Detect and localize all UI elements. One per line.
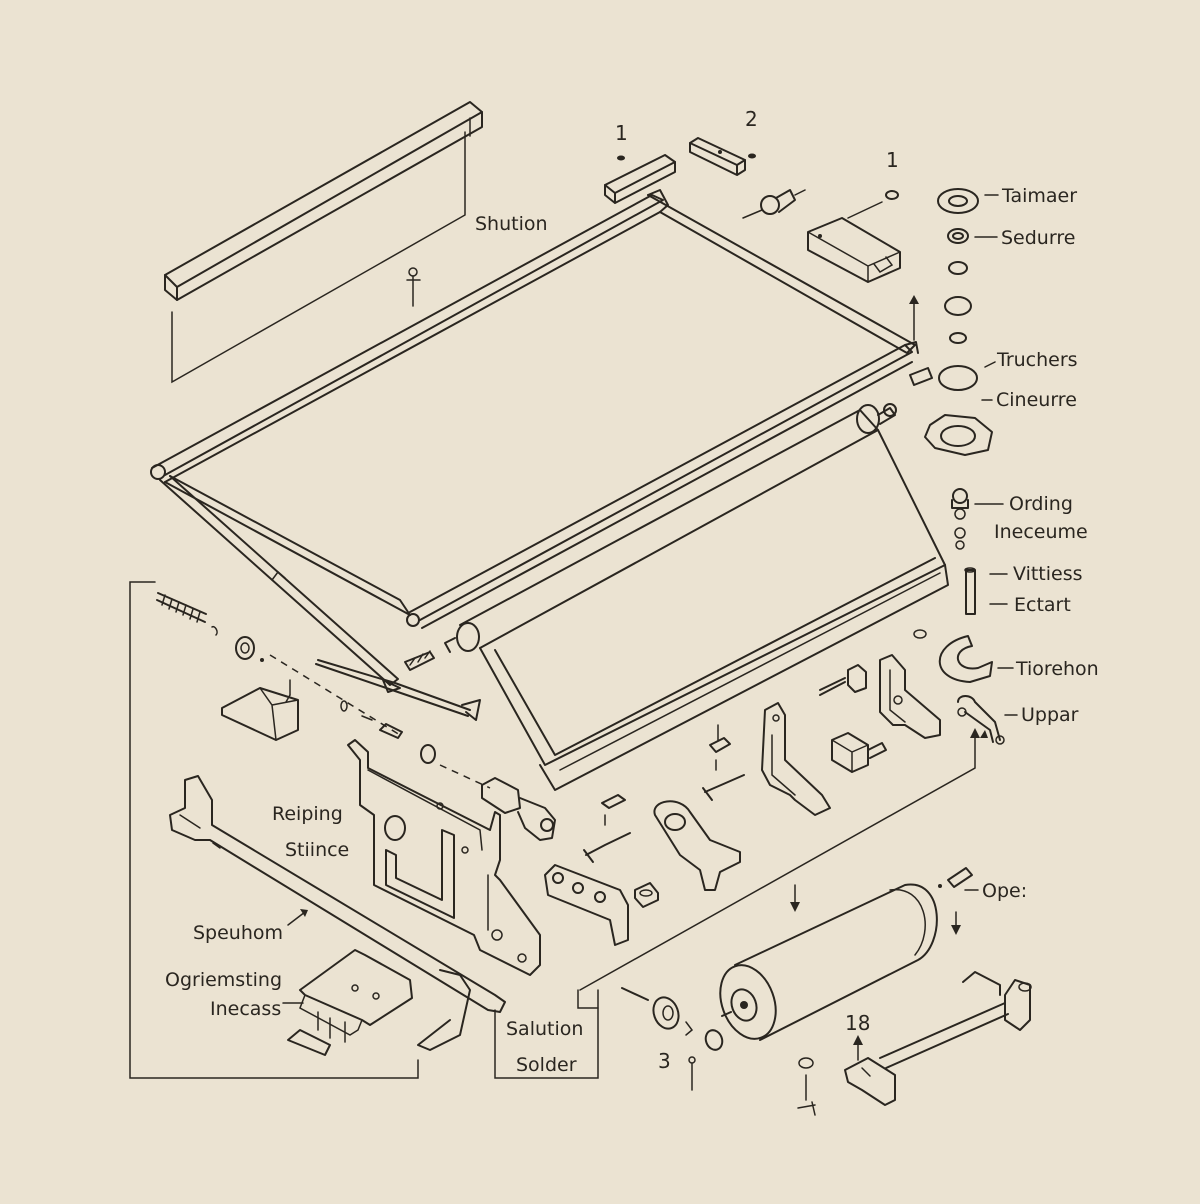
label-opes: Ope:: [982, 880, 1027, 902]
label-inecass: Inecass: [210, 998, 281, 1020]
label-stiince: Stiince: [285, 839, 349, 861]
mounting-plate: [347, 739, 541, 976]
label-ectart: Ectart: [1014, 594, 1071, 616]
label-uppar: Uppar: [1021, 704, 1079, 726]
small-block-c: [831, 732, 887, 773]
small-spring-pieces: [340, 650, 436, 764]
cylinder: [719, 883, 938, 1041]
number-2-top: 2: [745, 107, 758, 131]
label-sedurre: Sedurre: [1001, 227, 1075, 249]
vertical-pin: [964, 567, 976, 615]
lower-panel: [479, 429, 949, 791]
label-taimaer: Taimaer: [1001, 185, 1077, 207]
label-salution: Salution: [506, 1018, 583, 1040]
label-tiorehon: Tiorehon: [1015, 658, 1099, 680]
label-solder: Solder: [516, 1054, 577, 1076]
top-bar-piece-2: [689, 137, 756, 176]
small-washer-i: [634, 882, 659, 908]
left-bracket-line: [129, 581, 419, 1079]
bracket-a: [879, 654, 941, 739]
long-arm-left: [169, 775, 506, 1013]
ring-stack: [909, 188, 979, 391]
spring-left: [156, 592, 218, 636]
washer-left: [235, 636, 264, 662]
label-ording: Ording: [1009, 493, 1073, 515]
label-cineurre: Cineurre: [996, 389, 1077, 411]
small-clip-f: [583, 794, 631, 863]
label-truchers: Truchers: [996, 349, 1078, 371]
link-plate-h: [544, 864, 629, 946]
frame-struts: [159, 475, 481, 721]
number-1-right: 1: [886, 148, 899, 172]
label-ineceume: Ineceume: [994, 521, 1088, 543]
text-labels: Shution Taimaer Sedurre Truchers Cineurr…: [165, 107, 1099, 1076]
small-bolt-right: [938, 867, 973, 888]
block-left: [221, 687, 299, 741]
top-rail-bar: [164, 101, 483, 384]
hook-rod: [957, 695, 1005, 745]
label-ogriemsting: Ogriemsting: [165, 969, 282, 991]
cylinder-parts-left: [621, 987, 816, 1116]
top-bar-piece-1: [604, 154, 676, 204]
upper-roller: [444, 403, 897, 653]
bottom-left-stand: [287, 949, 471, 1056]
label-reiping: Reiping: [272, 803, 343, 825]
number-18: 18: [845, 1011, 870, 1035]
label-speuhom: Speuhom: [193, 922, 283, 944]
top-right-block: [807, 190, 901, 283]
small-pin-left: [406, 267, 421, 307]
small-valve-stack: [951, 488, 969, 550]
c-clip: [913, 629, 993, 683]
label-leaders: [964, 194, 1018, 891]
crank-shaft: [844, 971, 1032, 1106]
ring-bracket: [924, 414, 993, 456]
shaft-pin: [481, 777, 556, 841]
up-arrow-right: [909, 295, 919, 341]
label-shution: Shution: [475, 213, 548, 235]
label-vittiess: Vittiess: [1013, 563, 1083, 585]
small-block-b: [819, 664, 867, 696]
bottom-bracket-lines: [494, 728, 988, 1079]
down-arrows: [790, 884, 961, 1061]
knob-part: [742, 189, 806, 219]
bracket-d: [761, 702, 831, 816]
link-plate-g: [653, 800, 741, 891]
small-fastener-e: [702, 724, 745, 801]
main-frame: [150, 189, 919, 629]
number-3-bottom: 3: [658, 1049, 671, 1073]
number-1-top: 1: [615, 121, 628, 145]
speuhom-arrow: [287, 909, 308, 926]
